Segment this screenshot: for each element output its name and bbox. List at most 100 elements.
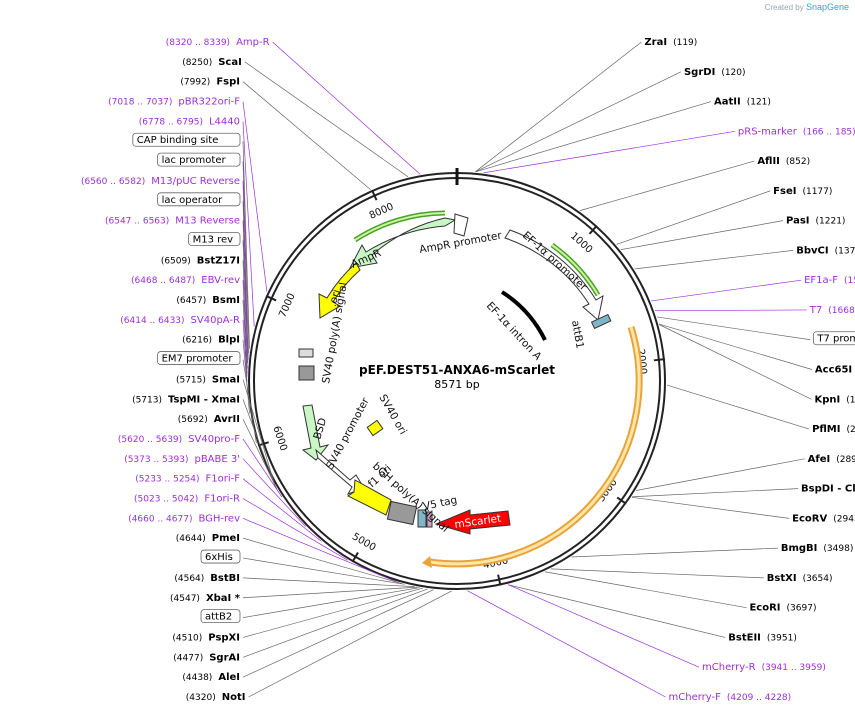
leader-line [631, 496, 790, 519]
site-position: (2169) [846, 425, 855, 435]
tick-label: 6000 [270, 425, 288, 453]
site-position: (5713) [132, 395, 162, 405]
leader-line [244, 61, 409, 178]
sv40-polya-box [298, 365, 315, 381]
site-name: F1ori-R [204, 494, 240, 505]
feature-badge-text: 6xHis [205, 552, 233, 563]
enzyme-site-label: EcoRI (3697) [749, 603, 816, 614]
enzyme-site-label: PasI(1221) [786, 216, 845, 227]
primer-label: (6414 .. 6433)SV40pA-R [120, 315, 240, 326]
enzyme-site-label: (4564)BstBI [174, 573, 240, 584]
site-label: EcoRI (3697) [749, 603, 816, 614]
site-label: (6560 .. 6582)M13/pUC Reverse [81, 176, 240, 187]
site-name: EF1a-F [804, 275, 838, 286]
site-position: (3498) [823, 544, 853, 554]
primer-label: (8320 .. 8339)Amp-R [166, 37, 270, 48]
leader-line [242, 586, 418, 599]
leader-line [242, 498, 348, 561]
site-name: ZraI [644, 37, 667, 48]
site-label: BspDI - ClaI(2939) [801, 484, 855, 495]
site-name: Acc65I [815, 365, 852, 376]
site-label: SgrDI(120) [684, 67, 746, 78]
tick-mark [616, 496, 627, 505]
enzyme-site-label: FseI(1177) [773, 186, 832, 197]
site-label: lac promoter [157, 152, 241, 167]
site-name: SV40pro-F [188, 434, 240, 445]
leader-line [616, 190, 771, 245]
leader-line [242, 339, 250, 414]
site-name: BspDI - ClaI [801, 484, 855, 495]
leader-line [242, 280, 248, 374]
site-label: (5692)AvrII [178, 414, 240, 425]
site-position: (3697) [787, 604, 817, 614]
site-name: SmaI [212, 374, 240, 385]
site-position: (5233 .. 5254) [135, 475, 199, 485]
tick-label: 7000 [277, 292, 297, 320]
site-name: T7 [809, 305, 822, 316]
leader-line [242, 587, 420, 618]
site-label: (5713)TspMI - XmaI [132, 394, 240, 405]
leader-line [571, 547, 778, 558]
leader-line [636, 458, 805, 491]
site-name: EBV-rev [201, 275, 240, 286]
site-name: mCherry-R [702, 662, 756, 673]
credit-prefix: Created by [764, 3, 804, 12]
leader-line [248, 590, 452, 698]
site-name: EcoRV [792, 513, 827, 524]
sv40-promoter-label: SV40 promoter [324, 395, 372, 471]
tick-label: 5000 [350, 531, 378, 553]
ef1a-intron-label: EF-1α intron A [484, 300, 544, 363]
enzyme-site-label: (4644)PmeI [176, 533, 240, 544]
anxa6-orf-arrowhead [422, 556, 432, 568]
site-position: (6468 .. 6487) [131, 276, 195, 286]
leader-line [242, 240, 249, 364]
ampr-label: AmpR [349, 247, 383, 271]
site-label: (4477)SgrAI [173, 652, 240, 663]
primer-label: (7018 .. 7037)pBR322ori-F [108, 97, 240, 108]
enzyme-site-label: (5715)SmaI [176, 374, 240, 385]
site-name: pRS-marker [738, 126, 798, 137]
site-position: (119) [673, 38, 697, 48]
site-position: (1772) [846, 395, 855, 405]
primer-label: EF1a-F (1599 .. 1619) [804, 275, 855, 286]
site-name: BstEII [728, 632, 761, 643]
primer-label: (5620 .. 5639)SV40pro-F [118, 434, 240, 445]
site-name: EcoRI [749, 603, 780, 614]
enzyme-site-label: (4510)PspXI [172, 632, 240, 643]
enzyme-site-label: (7992)FspI [180, 77, 240, 88]
leader-line [242, 81, 371, 190]
site-label: (5715)SmaI [176, 374, 240, 385]
enzyme-site-label: (5713)TspMI - XmaI [132, 394, 240, 405]
site-label: EF1a-F (1599 .. 1619) [804, 275, 855, 286]
site-name: ScaI [218, 57, 242, 68]
feature-badge-text: attB2 [205, 612, 232, 623]
site-label: (4660 .. 4677)BGH-rev [128, 513, 240, 524]
anxa6-orf-arc-inner [429, 326, 641, 566]
feature-badge-text: T7 promoter [816, 334, 855, 345]
site-position: (4644) [176, 534, 206, 544]
attb1-label: attB1 [569, 319, 586, 349]
leader-line [242, 458, 306, 527]
site-labels: ZraI (119) SgrDI(120) AatII(121) pRS-marker (… [81, 37, 855, 703]
primer-label: (6468 .. 6487) EBV-rev [131, 275, 240, 286]
site-label: attB2 [200, 609, 241, 624]
enzyme-site-label: EcoRV(2943) [792, 513, 855, 524]
leader-line [579, 160, 755, 211]
site-position: (5692) [178, 415, 208, 425]
bgh-polya-box [386, 500, 418, 526]
enzyme-site-label: (4477)SgrAI [173, 652, 240, 663]
site-name: BGH-rev [198, 513, 240, 524]
site-position: (7992) [180, 78, 210, 88]
site-label: BstEII(3951) [728, 632, 797, 643]
leader-line [242, 379, 276, 486]
enzyme-site-label: Acc65I(1768) [815, 365, 855, 376]
site-position: (2891) [836, 455, 855, 465]
enzyme-site-label: AatII(121) [714, 97, 771, 108]
leader-line [242, 589, 434, 678]
enzyme-site-label: (6509)BstZ17I [161, 255, 240, 266]
site-label: (4320)NotI [186, 692, 246, 703]
enzyme-site-label: (6457)BsmI [176, 295, 240, 306]
site-label: (5233 .. 5254)F1ori-F [135, 474, 240, 485]
site-position: (1599 .. 1619) [844, 276, 855, 286]
site-name: M13/pUC Reverse [151, 176, 240, 187]
